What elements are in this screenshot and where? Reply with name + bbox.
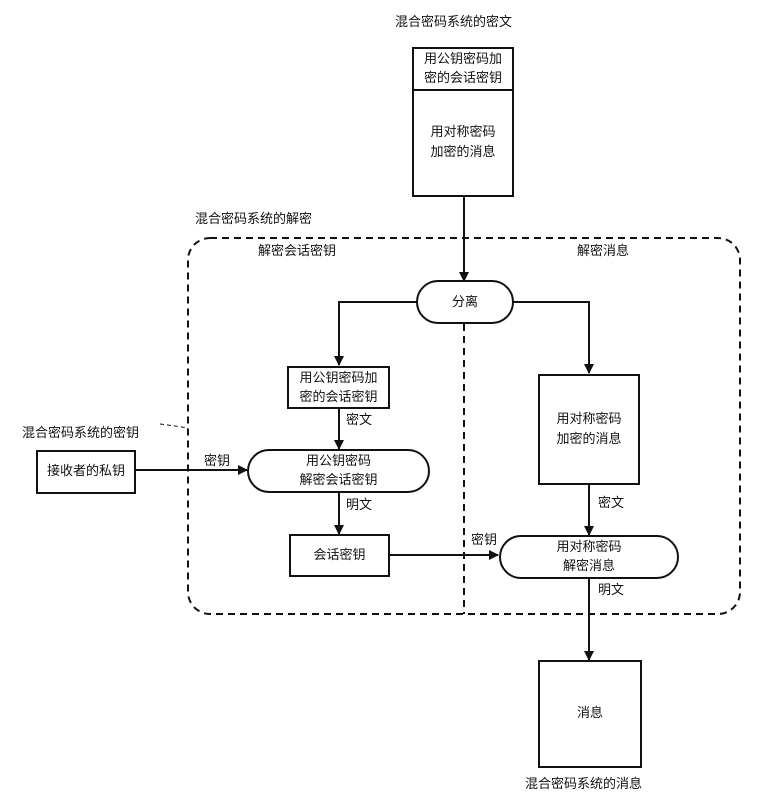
- symmetric-decrypt-node: 用对称密码 解密消息: [499, 535, 679, 579]
- private-key-label: 接收者的私钥: [46, 464, 125, 479]
- encrypted-session-key-node: 用公钥密码加 密的会话密钥: [287, 366, 390, 409]
- ciphertext-session-key-cell: 用公钥密码加 密的会话密钥: [412, 47, 514, 91]
- region-left-label: 解密会话密钥: [258, 244, 337, 259]
- node-line: 用公钥密码: [305, 454, 371, 469]
- edge-split-to-encrypted-message: [513, 301, 594, 374]
- split-node: 分离: [416, 280, 514, 324]
- edge-label-ciphertext-right: 密文: [598, 496, 625, 511]
- edge-label-plaintext-right: 明文: [598, 583, 625, 598]
- session-key-label: 会话密钥: [313, 547, 366, 563]
- node-line: 用对称密码: [556, 540, 622, 555]
- region-right-label: 解密消息: [577, 244, 630, 259]
- cell-line: 用对称密码: [430, 125, 496, 140]
- encrypted-message-node: 用对称密码 加密的消息: [538, 374, 640, 485]
- cell-line: 用公钥密码加: [423, 52, 502, 67]
- node-line: 密的会话密钥: [299, 389, 378, 405]
- key-caption: 混合密码系统的密钥: [22, 426, 140, 441]
- edge-label-ciphertext-left: 密文: [346, 413, 373, 428]
- message-node: 消息: [538, 660, 642, 768]
- key-caption-pointer: [159, 423, 189, 429]
- edge-label-key-left: 密钥: [204, 454, 231, 469]
- session-key-node: 会话密钥: [289, 534, 390, 577]
- ciphertext-message-cell: 用对称密码 加密的消息: [412, 89, 514, 197]
- region-outer-label: 混合密码系统的解密: [195, 212, 313, 227]
- node-line: 用对称密码: [556, 411, 622, 427]
- edge-label-plaintext-left: 明文: [346, 498, 373, 513]
- split-label: 分离: [451, 294, 478, 310]
- cell-line: 密的会话密钥: [423, 71, 502, 86]
- node-line: 解密会话密钥: [299, 473, 378, 488]
- input-caption: 混合密码系统的密文: [395, 15, 513, 30]
- private-key-node: 接收者的私钥: [36, 450, 136, 494]
- public-key-decrypt-node: 用公钥密码 解密会话密钥: [247, 449, 430, 493]
- edge-split-to-encrypted-key: [334, 301, 418, 366]
- node-line: 加密的消息: [556, 431, 622, 447]
- output-caption: 混合密码系统的消息: [525, 777, 643, 792]
- cell-line: 加密的消息: [430, 145, 496, 160]
- message-label: 消息: [576, 706, 603, 721]
- node-line: 用公钥密码加: [299, 370, 378, 386]
- node-line: 解密消息: [562, 559, 615, 574]
- edge-label-key-right: 密钥: [471, 533, 498, 548]
